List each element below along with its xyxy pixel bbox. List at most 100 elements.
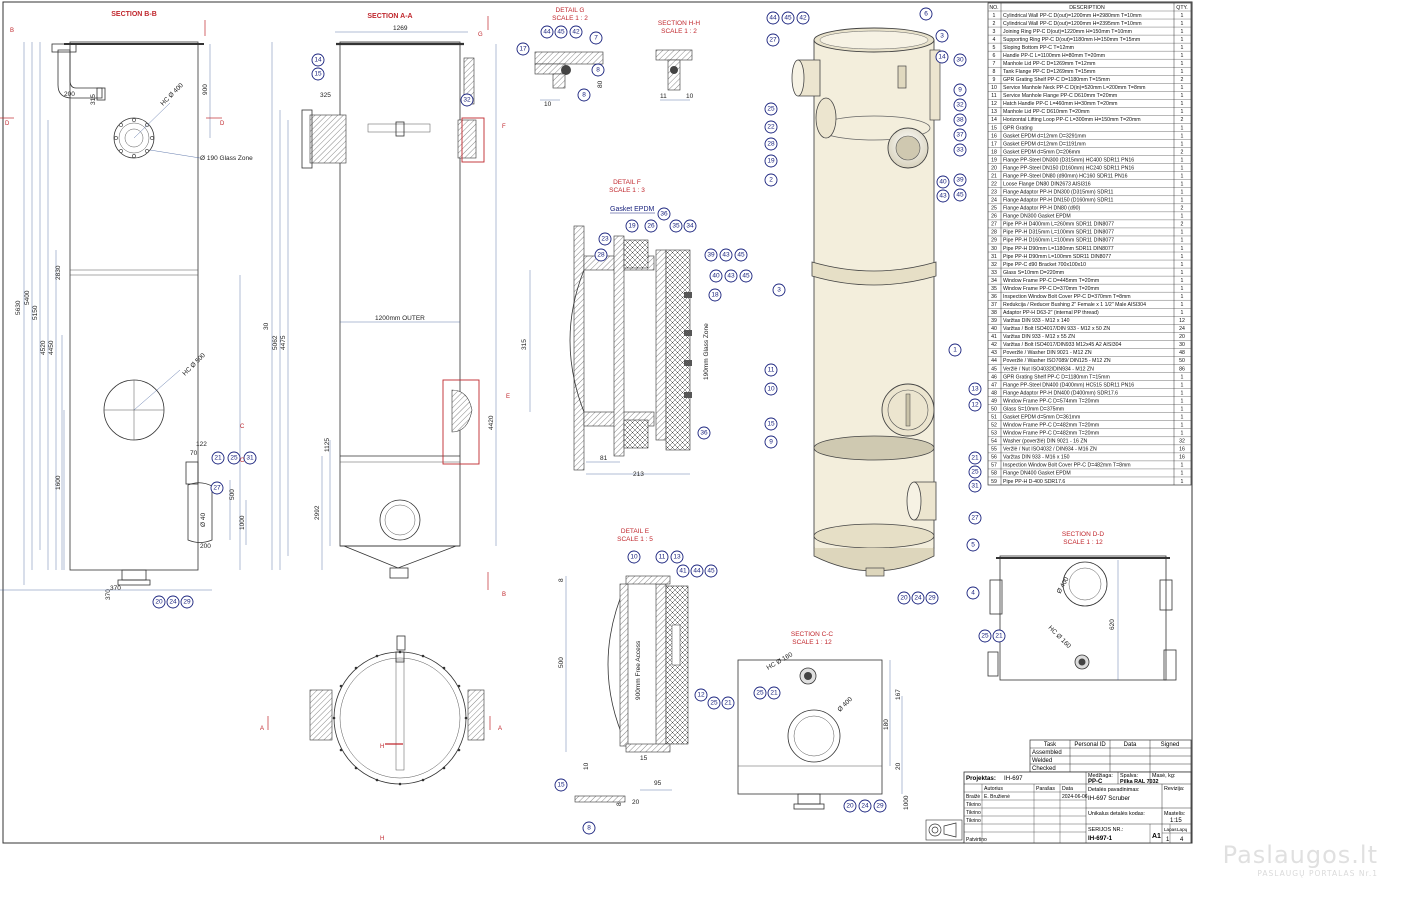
svg-text:1000: 1000 (903, 795, 910, 810)
svg-text:Lapų: Lapų (1177, 827, 1188, 832)
svg-text:11: 11 (660, 93, 667, 100)
bom-item-description: Window Frame PP-C D=482mm T=20mm (1003, 431, 1099, 437)
bom-item-description: Service Manhole Neck PP-C D(in)=520mm L=… (1003, 85, 1145, 91)
svg-text:32: 32 (956, 102, 964, 109)
svg-text:Personal ID: Personal ID (1074, 742, 1106, 748)
svg-text:DETAIL F: DETAIL F (613, 179, 641, 186)
svg-text:12: 12 (971, 402, 979, 409)
svg-text:8: 8 (616, 802, 623, 806)
svg-text:B: B (502, 592, 506, 598)
bom-item-number: 17 (991, 141, 997, 147)
svg-text:Tikrino: Tikrino (966, 818, 981, 824)
bom-item-description: Poveržlė / Washer DIN 9021 - M12 ZN (1003, 350, 1092, 356)
svg-text:27: 27 (769, 37, 777, 44)
svg-text:20: 20 (900, 595, 908, 602)
svg-text:DETAIL E: DETAIL E (621, 528, 650, 535)
bom-item-qty: 1 (1181, 390, 1184, 396)
bom-item-description: Varžtas / Bolt ISO4017/DIN 933 - M12 x 5… (1003, 326, 1110, 332)
svg-text:6: 6 (924, 11, 928, 18)
bom-item-description: Window Frame PP-C D=482mm T=20mm (1003, 423, 1099, 429)
bom-item-description: Gasket EPDM d=5mm D=361mm (1003, 414, 1080, 420)
bom-item-description: Window Frame PP-C D=445mm T=20mm (1003, 278, 1099, 284)
svg-text:4: 4 (1180, 837, 1184, 843)
bom-item-description: Inspection Window Bolt Cover PP-C D=482m… (1003, 463, 1131, 469)
svg-text:315: 315 (521, 339, 528, 350)
svg-text:45: 45 (784, 15, 792, 22)
svg-text:10: 10 (583, 762, 590, 770)
bom-item-description: Window Frame PP-C D=370mm T=20mm (1003, 286, 1099, 292)
svg-text:10: 10 (767, 386, 775, 393)
svg-text:213: 213 (633, 471, 644, 478)
bom-item-qty: 1 (1181, 286, 1184, 292)
detail-f-view: DETAIL F SCALE 1 : 3 Gasket EPDM 315 190… (521, 179, 753, 478)
svg-text:25: 25 (756, 690, 764, 697)
svg-text:7: 7 (594, 35, 598, 42)
bom-item-number: 4 (993, 37, 996, 43)
svg-text:14: 14 (314, 57, 322, 64)
svg-text:9: 9 (769, 439, 773, 446)
bom-item-number: 57 (991, 463, 997, 469)
svg-text:42: 42 (572, 29, 580, 36)
svg-text:325: 325 (320, 92, 331, 99)
bom-item-description: Handle PP-C L=1100mm H=80mm T=20mm (1003, 53, 1105, 59)
bom-item-qty: 2 (1181, 77, 1184, 83)
bom-item-number: 32 (991, 262, 997, 268)
svg-text:Signed: Signed (1161, 742, 1180, 748)
bom-item-number: 54 (991, 439, 997, 445)
bom-item-qty: 48 (1179, 350, 1185, 356)
bom-item-description: Loose Flange DN80 DIN2673 AISI316 (1003, 181, 1091, 187)
svg-text:IH-697-1: IH-697-1 (1088, 835, 1113, 842)
bom-item-qty: 1 (1181, 198, 1184, 204)
bom-item-number: 34 (991, 278, 997, 284)
svg-text:Ø 400: Ø 400 (1056, 576, 1071, 595)
bom-item-number: 18 (991, 149, 997, 155)
svg-text:HC Ø 500: HC Ø 500 (181, 352, 207, 378)
svg-text:122: 122 (196, 441, 207, 448)
svg-text:15: 15 (640, 755, 648, 762)
bom-item-description: Varžtas DIN 933 - M16 x 150 (1003, 455, 1070, 461)
balloons-b-b: 21 25 31 27 20 24 29 (152, 451, 257, 609)
bom-rows: 1 Cylindrical Wall PP-C D(out)=1200mm H=2… (988, 10, 1191, 485)
bom-item-description: Service Manhole Flange PP-C D610mm T=20m… (1003, 93, 1117, 99)
bom-item-description: GPR Grating (1003, 125, 1033, 131)
bom-item-qty: 1 (1181, 69, 1184, 75)
bom-item-qty: 16 (1179, 455, 1185, 461)
svg-text:5062: 5062 (272, 335, 279, 350)
svg-text:2992: 2992 (314, 505, 321, 520)
watermark-subtitle: PASLAUGŲ PORTALAS (1257, 869, 1356, 878)
bom-item-qty: 1 (1181, 406, 1184, 412)
svg-text:SCALE 1 : 2: SCALE 1 : 2 (661, 28, 697, 35)
svg-text:Patvirtino: Patvirtino (966, 837, 987, 843)
bom-item-description: Gasket EPDM d=12mm D=1191mm (1003, 141, 1086, 147)
svg-text:Ø 40: Ø 40 (200, 513, 207, 527)
bom-item-description: Flange DN400 Gasket EPDM (1003, 471, 1071, 477)
svg-text:SECTION C-C: SECTION C-C (791, 631, 834, 638)
svg-text:SCALE 1 : 2: SCALE 1 : 2 (552, 15, 588, 22)
bom-item-description: Cylindrical Wall PP-C D(out)=1200mm H=29… (1003, 13, 1142, 19)
bom-item-description: Flange DN300 Gasket EPDM (1003, 214, 1071, 220)
svg-text:11: 11 (768, 367, 775, 374)
bom-item-description: Flange PP-Steel DN150 (D160mm) HC240 SDR… (1003, 165, 1134, 171)
svg-text:H: H (380, 836, 384, 842)
svg-text:Gasket EPDM: Gasket EPDM (610, 206, 655, 213)
bom-item-number: 7 (993, 61, 996, 67)
section-b-b-view: SECTION B-B HC Ø 400 Ø 190 Glass Zone HC… (0, 11, 257, 609)
bom-item-number: 50 (991, 406, 997, 412)
bom-item-description: Varžtas DIN 933 - M12 x 140 (1003, 318, 1070, 324)
svg-text:Welded: Welded (1032, 758, 1052, 764)
balloons-isometric: 44 45 42 6 3 27 14 30 25 9 32 22 38 28 3… (764, 7, 982, 605)
bom-item-qty: 1 (1181, 294, 1184, 300)
svg-text:3: 3 (940, 33, 944, 40)
svg-text:8: 8 (582, 92, 586, 99)
bom-item-qty: 1 (1181, 133, 1184, 139)
bom-item-description: Glass S=10mm D=220mm (1003, 270, 1064, 276)
svg-text:44: 44 (693, 568, 701, 575)
bom-item-number: 22 (991, 181, 997, 187)
bom-item-number: 6 (993, 53, 996, 59)
bom-item-description: Pipe PP-C d90 Bracket 700x100x10 (1003, 262, 1086, 268)
svg-text:Autorius: Autorius (984, 786, 1003, 792)
svg-text:A1: A1 (1152, 833, 1161, 840)
svg-text:24: 24 (861, 803, 869, 810)
bom-item-number: 23 (991, 190, 997, 196)
svg-text:28: 28 (597, 252, 605, 259)
